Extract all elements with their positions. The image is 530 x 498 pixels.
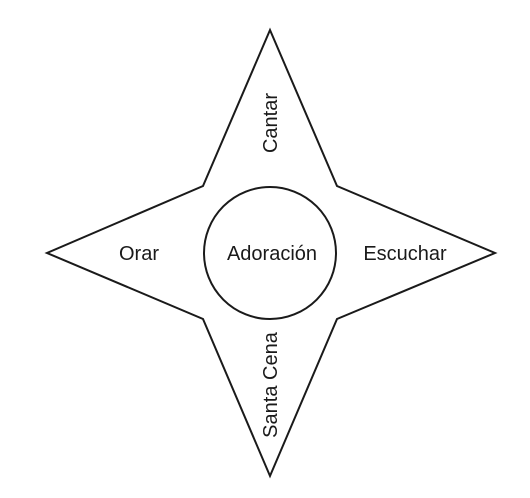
point-label-right: Escuchar: [363, 243, 447, 265]
center-circle: [203, 186, 337, 320]
point-label-top: Cantar: [260, 93, 282, 153]
center-label: Adoración: [227, 243, 317, 265]
point-label-left: Orar: [119, 243, 159, 265]
point-label-bottom: Santa Cena: [260, 331, 282, 438]
